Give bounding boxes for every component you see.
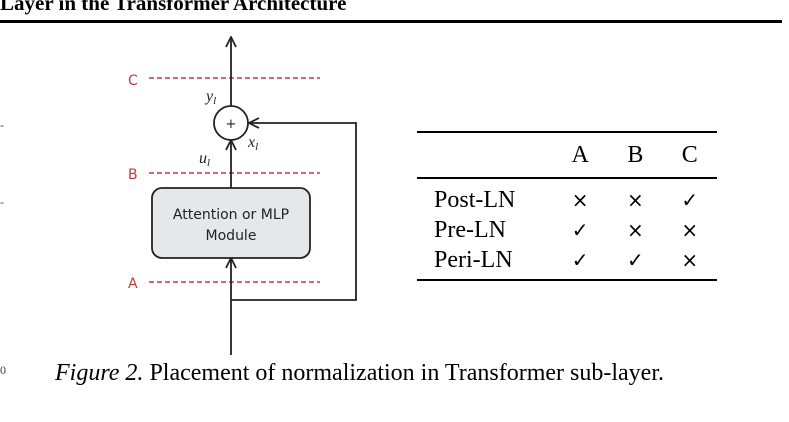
normalization-placement-table: A B C Post-LN × × ✓ Pre-LN ✓ × × Peri-LN… (417, 131, 717, 281)
figure-caption: Figure 2. Placement of normalization in … (55, 360, 664, 387)
figure-label: Figure 2. (55, 360, 144, 386)
heading-rule (0, 20, 782, 23)
row-label: Pre-LN (434, 216, 506, 243)
table-cell: × (681, 248, 699, 272)
column-header: B (627, 142, 644, 168)
table-header-row: A B C (417, 132, 717, 178)
column-header: C (681, 142, 698, 168)
x-label: xl (247, 134, 258, 153)
table-corner (417, 132, 552, 178)
plus-icon: + (226, 117, 237, 132)
row-label: Post-LN (434, 186, 516, 213)
margin-mark: - (0, 195, 4, 209)
residual-block-diagram: C B A Attention or MLP Module + yl xl ul (128, 0, 357, 355)
table-cell: ✓ (681, 188, 699, 212)
column-header: A (571, 142, 589, 168)
table-cell: ✓ (627, 248, 644, 272)
caption-text: Placement of normalization in Transforme… (143, 360, 664, 386)
table-row: Peri-LN ✓ ✓ × (417, 245, 717, 280)
table-row: Post-LN × × ✓ (417, 178, 717, 215)
y-label: yl (204, 88, 216, 107)
table-row: Pre-LN ✓ × × (417, 215, 717, 245)
attention-mlp-module (151, 187, 311, 259)
table-cell: × (627, 188, 644, 212)
level-b-label: B (128, 167, 138, 183)
table-cell: ✓ (571, 218, 589, 242)
level-c-label: C (128, 73, 138, 89)
table-cell: × (627, 218, 644, 242)
level-a-label: A (128, 276, 138, 292)
margin-mark: 0 (0, 363, 6, 377)
margin-mark: - (0, 118, 4, 132)
table-cell: × (571, 188, 589, 212)
row-label: Peri-LN (434, 246, 513, 273)
module-label-line1: Attention or MLP (173, 207, 289, 223)
residual-connection (231, 123, 357, 301)
section-heading: Layer in the Transformer Architecture (0, 0, 347, 15)
table-cell: × (681, 218, 699, 242)
module-label-line2: Module (206, 228, 257, 244)
u-label: ul (199, 150, 210, 169)
table-cell: ✓ (571, 248, 589, 272)
